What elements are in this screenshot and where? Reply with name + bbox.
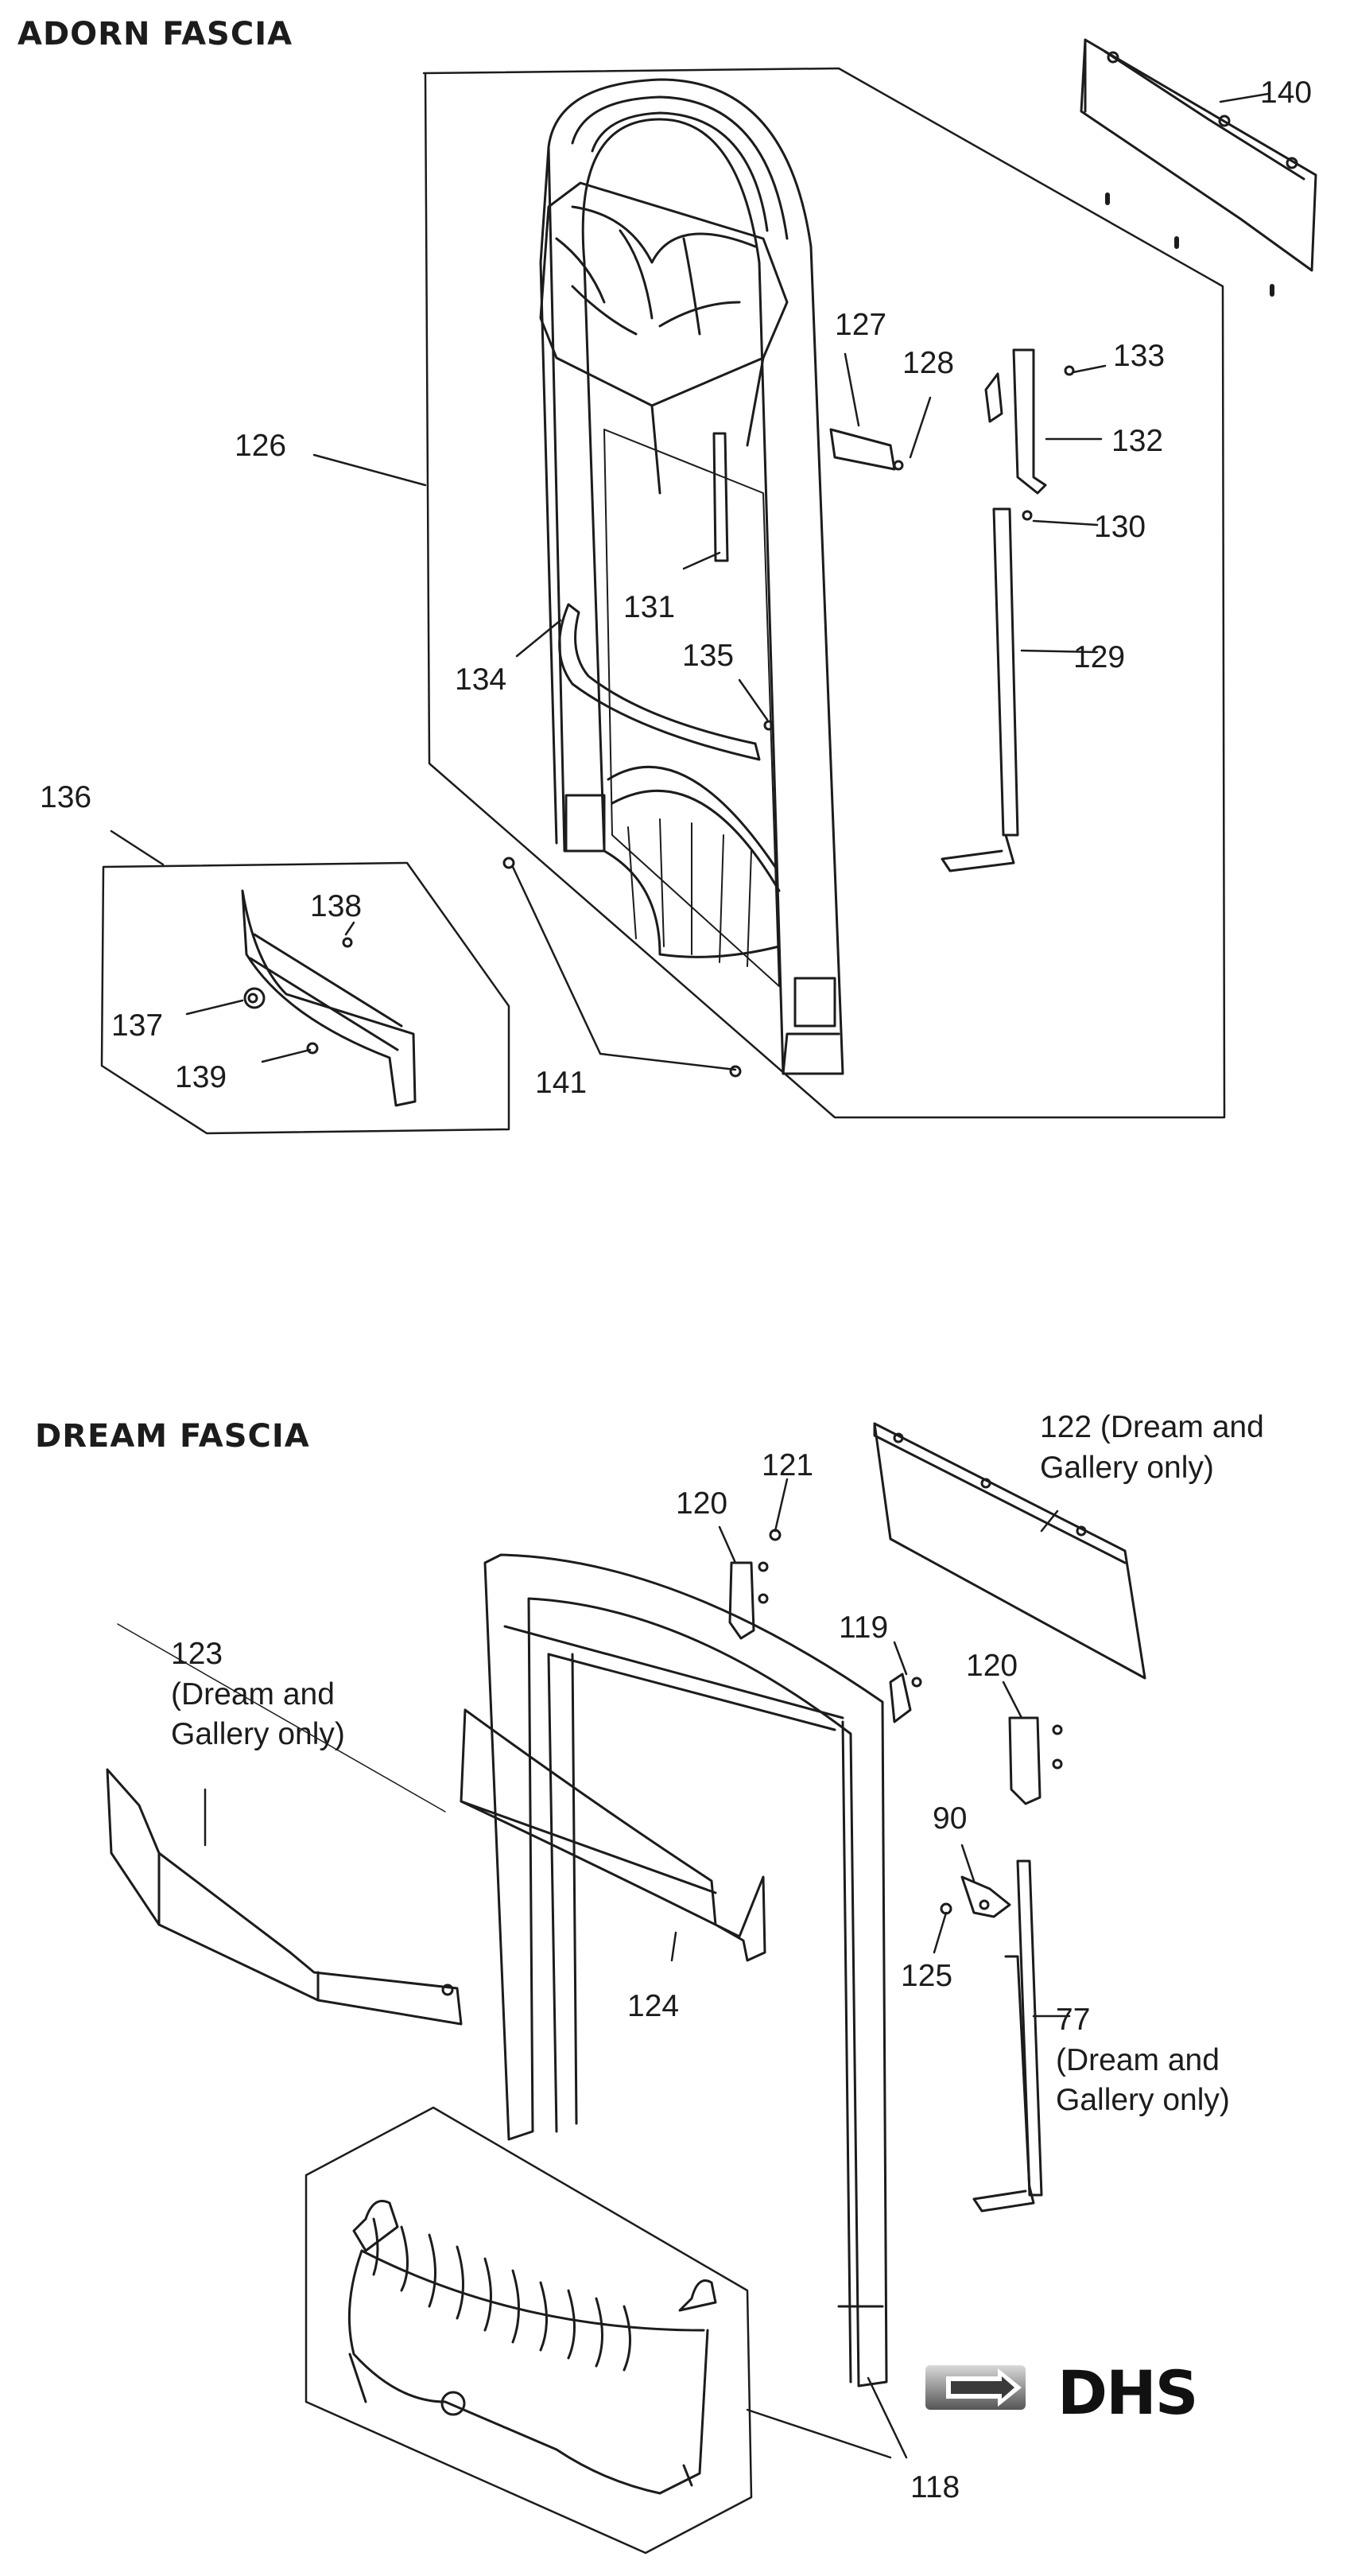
adorn-fascia-frame — [539, 78, 844, 1075]
callout-122: 122 (Dream and Gallery only) — [1040, 1410, 1264, 1485]
callout-134: 134 — [455, 662, 507, 697]
callout-119: 119 — [839, 1610, 889, 1645]
dhs-arrow-icon — [925, 2365, 1026, 2410]
dhs-logo-text: DHS — [1057, 2357, 1198, 2428]
dream-plate-122 — [873, 1422, 1146, 1680]
dream-fascia-title: DREAM FASCIA — [35, 1418, 310, 1455]
callout-138: 138 — [310, 889, 363, 923]
callout-121: 121 — [762, 1448, 814, 1482]
adorn-top-bracket-140 — [1080, 38, 1317, 272]
dream-panel-123 — [106, 1768, 463, 2026]
dream-fascia-frame — [483, 1553, 888, 2388]
callout-136: 136 — [40, 780, 92, 814]
adorn-rod-129 — [992, 507, 1019, 837]
dream-hinge-120b — [1008, 1716, 1042, 1805]
callout-120-top: 120 — [676, 1486, 728, 1521]
callout-137: 137 — [111, 1008, 164, 1043]
dhs-logo: DHS — [922, 2357, 1320, 2428]
adorn-curved-fret — [558, 603, 761, 761]
dream-hinge-120a — [728, 1561, 755, 1640]
adorn-fascia-title: ADORN FASCIA — [17, 16, 293, 52]
callout-131: 131 — [623, 590, 676, 624]
callout-90: 90 — [933, 1801, 968, 1836]
dream-rod-77 — [1016, 1859, 1043, 2197]
dream-fret — [347, 2200, 717, 2495]
adorn-assembly-outline — [422, 67, 1226, 1119]
callout-139: 139 — [175, 1060, 227, 1094]
callout-129: 129 — [1073, 640, 1126, 674]
adorn-screw-135 — [763, 720, 774, 731]
callout-118: 118 — [910, 2470, 960, 2504]
callout-130: 130 — [1094, 510, 1146, 544]
adorn-knob-137 — [243, 987, 266, 1009]
dream-fret-box — [304, 2106, 753, 2555]
adorn-glass-strip — [712, 432, 729, 562]
callout-133: 133 — [1113, 339, 1166, 373]
callout-123: 123 (Dream and Gallery only) — [171, 1637, 345, 1752]
callout-124: 124 — [627, 1989, 680, 2023]
callout-140: 140 — [1260, 76, 1313, 110]
dream-clip-119 — [889, 1673, 912, 1723]
dream-canopy-124 — [460, 1708, 766, 1962]
callout-126: 126 — [235, 429, 287, 463]
ashpan-tidy-outline — [100, 861, 510, 1135]
callout-127: 127 — [835, 308, 887, 342]
callout-128: 128 — [902, 346, 955, 380]
ashpan-tidy-bar — [241, 889, 417, 1107]
callout-132: 132 — [1111, 424, 1164, 458]
callout-141: 141 — [535, 1066, 588, 1100]
callout-120-right: 120 — [966, 1649, 1018, 1683]
callout-125: 125 — [901, 1959, 953, 1993]
callout-77: 77 (Dream and Gallery only) — [1056, 2003, 1230, 2118]
callout-135: 135 — [682, 639, 735, 673]
dream-catch-90 — [960, 1875, 1011, 1918]
adorn-bracket-132 — [1012, 348, 1047, 495]
adorn-bracket-127 — [829, 428, 896, 471]
